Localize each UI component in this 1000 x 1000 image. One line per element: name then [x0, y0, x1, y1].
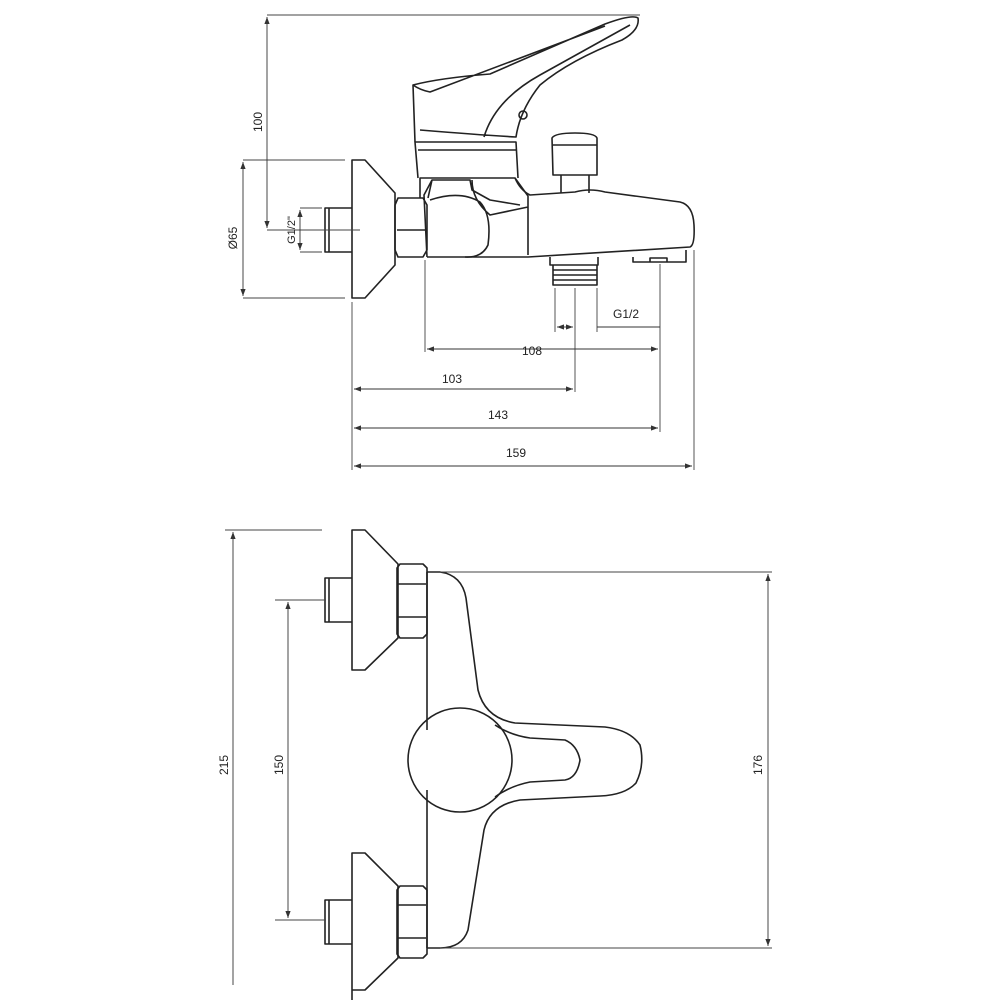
side-view-dimensions: 100 Ø65 G1/2" G1/2 108 103 143 159	[226, 14, 695, 470]
body-curve	[429, 177, 529, 258]
lower-nut	[396, 885, 428, 959]
top-view-dimensions: 215 150 176	[217, 529, 772, 985]
lever-screw	[518, 110, 528, 120]
dim-100-label: 100	[251, 112, 265, 132]
body	[419, 177, 695, 258]
shower-outlet	[549, 257, 599, 286]
dim-103-label: 103	[442, 372, 462, 386]
dim-143-label: 143	[488, 408, 508, 422]
dim-108-label: 108	[522, 344, 542, 358]
dim-150-label: 150	[272, 755, 286, 775]
dim-inlet-thread-label: G1/2"	[286, 216, 298, 244]
wall-flange	[351, 159, 396, 299]
dim-159-label: 159	[506, 446, 526, 460]
diverter-knob	[551, 132, 598, 193]
side-view	[324, 16, 695, 299]
dim-215-label: 215	[217, 755, 231, 775]
lower-flange	[351, 852, 399, 1000]
upper-stub	[324, 577, 352, 623]
upper-flange	[351, 529, 399, 671]
hex-nut	[394, 197, 428, 258]
lower-stub	[324, 899, 352, 945]
dim-diameter-label: Ø65	[226, 226, 240, 249]
upper-nut	[396, 563, 428, 639]
lever-knob	[407, 707, 513, 813]
top-view	[324, 529, 643, 1000]
dim-176-label: 176	[751, 755, 765, 775]
cartridge	[414, 141, 519, 179]
lever-handle	[412, 16, 639, 143]
lever-arm	[494, 724, 581, 798]
spout-outlet	[632, 250, 687, 263]
body-outline	[426, 571, 643, 949]
dim-outlet-thread-label: G1/2	[613, 307, 639, 321]
